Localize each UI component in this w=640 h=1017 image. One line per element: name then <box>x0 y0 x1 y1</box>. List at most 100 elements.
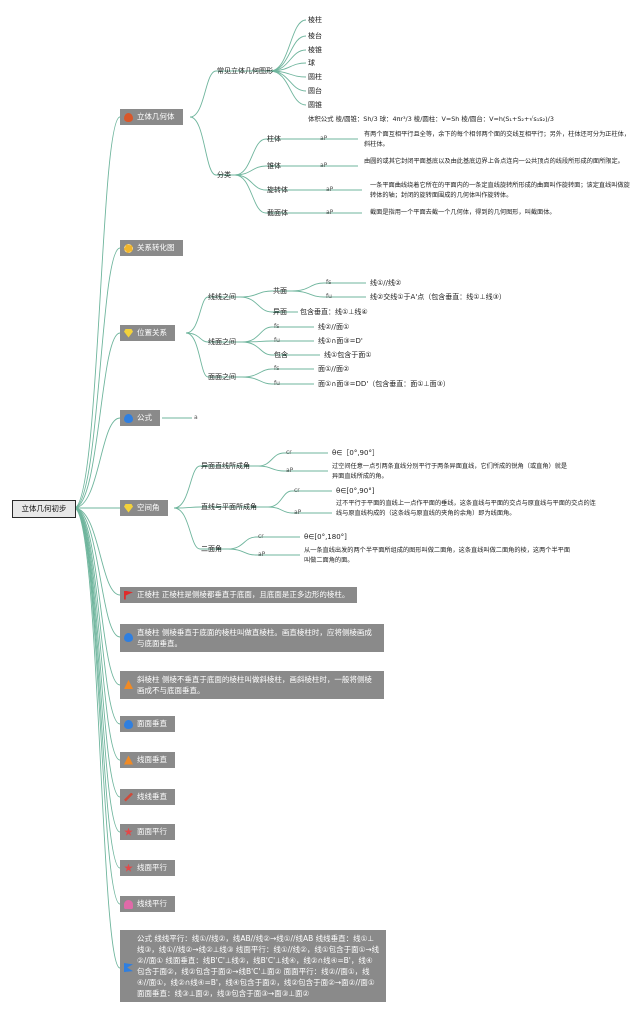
branch-label: 斜棱柱 侧棱不垂直于底面的棱柱叫做斜棱柱，画斜棱柱时，一般将侧棱画成不与底面垂直… <box>137 675 372 695</box>
angle-desc: 过空间任意一点引两条直线分别平行于两条异面直线，它们所成的锐角（或直角）就是异面… <box>332 463 568 480</box>
ap-tag: aP <box>320 135 328 142</box>
root-node[interactable]: 立体几何初步 <box>12 500 76 518</box>
relation-value: 线②//面① <box>318 323 350 331</box>
ap-tag: aP <box>258 551 266 558</box>
relation-value: 线②交线①于A'点（包含垂直：线①⊥线③） <box>370 293 506 301</box>
flag-icon <box>124 590 133 600</box>
branch-label: 面面平行 <box>137 827 167 836</box>
shape-item[interactable]: 圆台 <box>308 87 322 95</box>
shape-item[interactable]: 圆锥 <box>308 101 322 109</box>
branch-label: 直棱柱 侧棱垂直于底面的棱柱叫做直棱柱。画直棱柱时，应将侧棱画成与底面垂直。 <box>137 628 372 648</box>
contain-node[interactable]: 包含 <box>274 351 288 359</box>
shape-item[interactable]: 圆柱 <box>308 73 322 81</box>
bird-icon <box>124 899 133 909</box>
classify-item[interactable]: 柱体 <box>267 135 281 143</box>
angle-desc: 从一条直线出发的两个半平面所组成的图形叫做二面角，这条直线叫做二面角的棱，这两个… <box>304 547 571 564</box>
branch-formula[interactable]: 公式 <box>120 410 160 426</box>
fs-tag: fs <box>326 279 332 286</box>
range-value: θ∈[0°,90°] <box>336 487 375 495</box>
branch-label: 关系转化图 <box>137 243 175 252</box>
branch-label: 线面垂直 <box>137 755 167 764</box>
shape-item[interactable]: 棱台 <box>308 32 322 40</box>
flame-icon <box>124 112 133 122</box>
relation-value: 线①∩面③=D' <box>318 337 363 345</box>
classify-item[interactable]: 旋转体 <box>267 186 288 194</box>
drop-icon <box>124 719 133 729</box>
skew-angle-node[interactable]: 异面直线所成角 <box>201 462 250 470</box>
branch-label: 线线平行 <box>137 899 167 908</box>
drop-icon <box>124 413 133 423</box>
branch-line-line-perpendicular[interactable]: 线线垂直 <box>120 789 175 805</box>
coplanar-node[interactable]: 共面 <box>273 287 287 295</box>
range-value: θ∈［0°,90°］ <box>332 449 379 457</box>
classify-node[interactable]: 分类 <box>217 171 231 179</box>
branch-line-line-parallel[interactable]: 线线平行 <box>120 896 175 912</box>
branch-relation-diagram[interactable]: 关系转化图 <box>120 240 183 256</box>
classify-item[interactable]: 锥体 <box>267 162 281 170</box>
plane-plane-node[interactable]: 面面之间 <box>208 373 236 381</box>
cr-tag: cr <box>286 449 292 456</box>
shape-item[interactable]: 棱柱 <box>308 16 322 24</box>
branch-plane-plane-perpendicular[interactable]: 面面垂直 <box>120 716 175 732</box>
branch-label: 公式 <box>137 413 152 422</box>
fu-tag: fu <box>274 337 280 344</box>
star-icon <box>124 863 133 872</box>
line-plane-angle-node[interactable]: 直线与平面所成角 <box>201 503 257 511</box>
fu-tag: fu <box>326 293 332 300</box>
branch-plane-plane-parallel[interactable]: 面面平行 <box>120 824 175 840</box>
line-plane-node[interactable]: 线面之间 <box>208 338 236 346</box>
tools-icon <box>124 792 133 802</box>
branch-right-prism[interactable]: 直棱柱 侧棱垂直于底面的棱柱叫做直棱柱。画直棱柱时，应将侧棱画成与底面垂直。 <box>120 624 384 652</box>
cr-tag: cr <box>258 533 264 540</box>
gear-icon <box>124 243 133 253</box>
branch-positional-relations[interactable]: 位置关系 <box>120 325 175 341</box>
range-value: θ∈[0°,180°] <box>304 533 347 541</box>
branch-label: 线线垂直 <box>137 792 167 801</box>
relation-value: 面①//面② <box>318 365 350 373</box>
carrot-icon <box>124 680 133 689</box>
branch-line-plane-parallel[interactable]: 线面平行 <box>120 860 175 876</box>
star-icon <box>124 827 133 836</box>
branch-label: 位置关系 <box>137 328 167 337</box>
classify-item[interactable]: 截面体 <box>267 209 288 217</box>
relation-value: 包含垂直：线①⊥线④ <box>300 308 368 316</box>
dihedral-node[interactable]: 二面角 <box>201 545 222 553</box>
ap-tag: aP <box>320 162 328 169</box>
classify-desc: 一条平面曲线绕着它所在的平面内的一条定直线旋转所形成的曲面叫作旋转面；该定直线叫… <box>370 182 630 199</box>
relation-value: 面①∩面③=DD'（包含垂直：面①⊥面③） <box>318 380 450 388</box>
branch-spatial-angle[interactable]: 空间角 <box>120 500 168 516</box>
carrot-icon <box>124 755 133 765</box>
branch-formula-summary[interactable]: 公式 线线平行：线①//线②，线AB//线②→线①//线AB 线线垂直：线①⊥线… <box>120 930 386 1002</box>
formula-child[interactable]: a <box>194 414 198 421</box>
shape-item[interactable]: 球 <box>308 59 315 67</box>
classify-desc: 由圆的或其它封闭平面基底以及由此基底边界上各点连向一公共顶点的线段所形成的面所限… <box>364 158 624 165</box>
line-line-node[interactable]: 线线之间 <box>208 293 236 301</box>
gem-icon <box>124 328 133 338</box>
relation-value: 线①//线② <box>370 279 402 287</box>
ap-tag: aP <box>286 467 294 474</box>
shape-item[interactable]: 棱锥 <box>308 46 322 54</box>
classify-desc: 有两个面互相平行且全等，余下的每个相邻两个面的交线互相平行；另外，柱体还可分为正… <box>364 131 631 148</box>
common-shapes-node[interactable]: 常见立体几何图形 <box>217 67 273 75</box>
ap-tag: aP <box>326 209 334 216</box>
skew-node[interactable]: 异面 <box>273 308 287 316</box>
branch-label: 面面垂直 <box>137 719 167 728</box>
classify-desc: 截面是指用一个平面去截一个几何体，得到的几何图形，叫截面体。 <box>370 209 556 216</box>
branch-label: 线面平行 <box>137 863 167 872</box>
cr-tag: cr <box>294 487 300 494</box>
relation-value: 线①包含于面① <box>324 351 372 359</box>
fs-tag: fs <box>274 365 280 372</box>
branch-label: 公式 线线平行：线①//线②，线AB//线②→线①//线AB 线线垂直：线①⊥线… <box>137 934 380 998</box>
branch-oblique-prism[interactable]: 斜棱柱 侧棱不垂直于底面的棱柱叫做斜棱柱，画斜棱柱时，一般将侧棱画成不与底面垂直… <box>120 671 384 699</box>
fu-tag: fu <box>274 380 280 387</box>
branch-line-plane-perpendicular[interactable]: 线面垂直 <box>120 752 175 768</box>
branch-solid-geometry[interactable]: 立体几何体 <box>120 109 183 125</box>
volume-formula[interactable]: 体积公式 棱/圆锥：Sh/3 球：4πr³/3 棱/圆柱：V=Sh 棱/圆台：V… <box>308 115 554 123</box>
flag-blue-icon <box>124 963 133 972</box>
branch-regular-prism[interactable]: 正棱柱 正棱柱是侧棱都垂直于底面，且底面是正多边形的棱柱。 <box>120 587 358 603</box>
fs-tag: fs <box>274 323 280 330</box>
branch-label: 立体几何体 <box>137 112 175 121</box>
branch-label: 空间角 <box>137 503 160 512</box>
drop-icon <box>124 633 133 642</box>
